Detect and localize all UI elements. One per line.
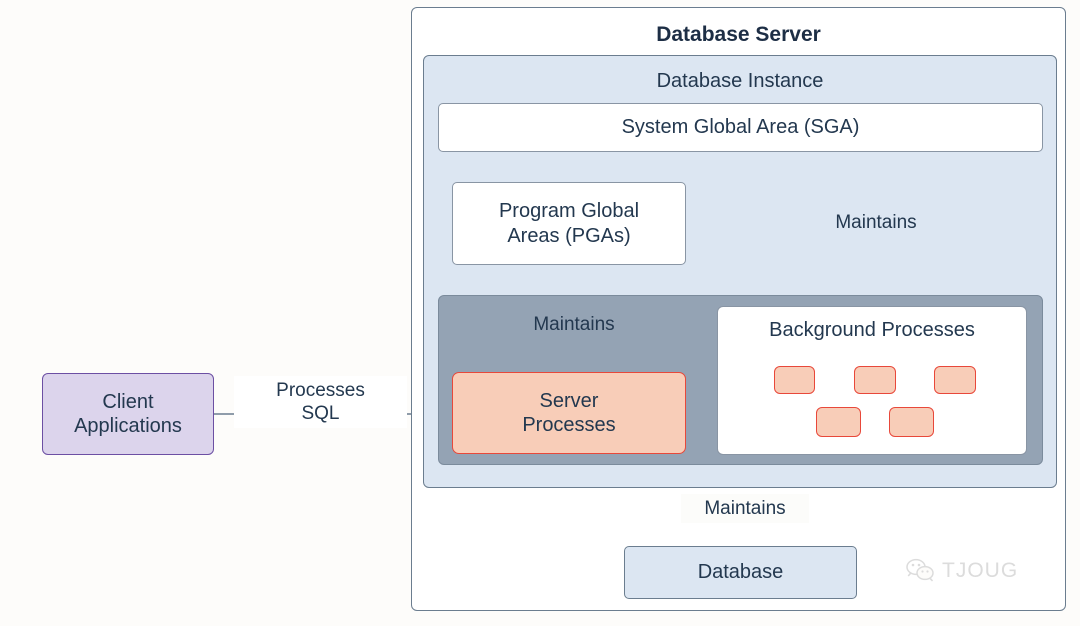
page-title: Database Server — [656, 23, 821, 46]
background-process-chip — [934, 366, 976, 394]
database-box: Database — [624, 546, 857, 599]
database-instance-title: Database Instance — [656, 70, 824, 92]
edge-label-processes-sql: Processes SQL — [234, 376, 407, 429]
edge-label-maintains-pga: Maintains — [533, 314, 615, 335]
background-process-chip — [816, 407, 861, 437]
background-processes-box: Background Processes — [717, 306, 1027, 455]
watermark: TJOUG — [905, 558, 1018, 583]
pga-box: Program Global Areas (PGAs) — [452, 182, 686, 265]
server-processes-box: Server Processes — [452, 372, 686, 454]
background-process-chip — [889, 407, 934, 437]
wechat-icon — [906, 558, 934, 582]
edge-label-maintains-database: Maintains — [681, 494, 809, 524]
background-processes-title: Background Processes — [769, 319, 975, 341]
sga-box: System Global Area (SGA) — [438, 103, 1043, 152]
background-process-chip — [854, 366, 896, 394]
background-process-chip — [774, 366, 815, 394]
watermark-text: TJOUG — [942, 558, 1019, 582]
edge-label-maintains-sga: Maintains — [812, 208, 940, 238]
client-applications-box: Client Applications — [42, 373, 214, 455]
